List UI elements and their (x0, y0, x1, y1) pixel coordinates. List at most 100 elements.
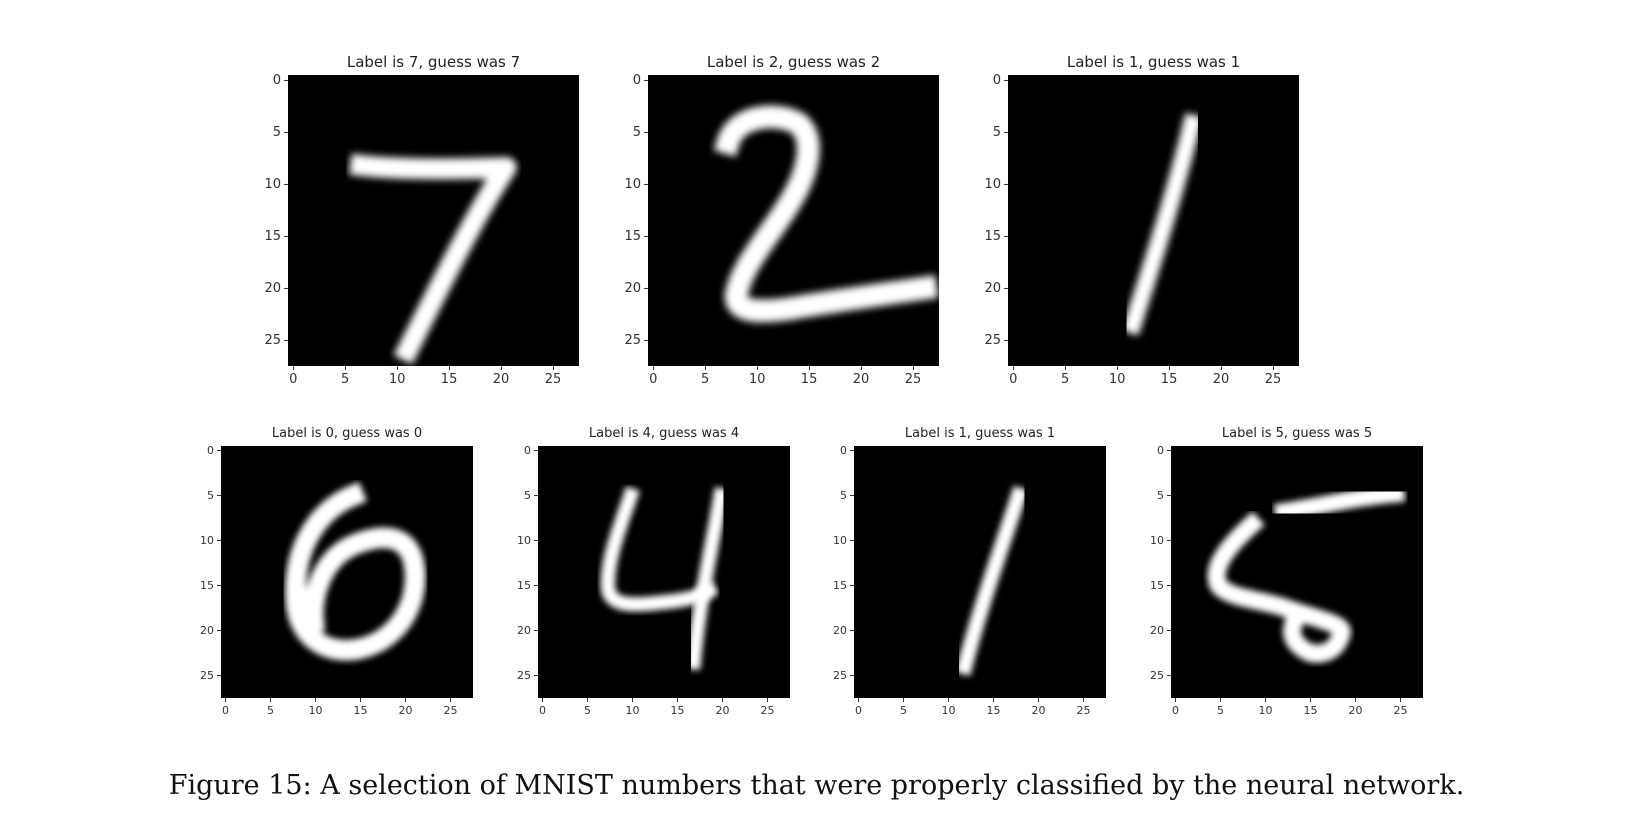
x-tick-mark (500, 366, 502, 370)
x-tick-mark (722, 698, 723, 702)
x-tick-mark (1310, 698, 1311, 702)
x-tick-label: 25 (1393, 704, 1408, 717)
y-tick-mark (1167, 585, 1171, 586)
y-tick-label: 0 (840, 444, 847, 457)
x-tick-mark (270, 698, 271, 702)
x-tick-label: 15 (986, 704, 1001, 717)
x-tick-label: 20 (1031, 704, 1046, 717)
y-tick-label: 5 (272, 124, 281, 140)
y-tick-mark (644, 235, 648, 237)
x-tick-mark (315, 698, 316, 702)
x-tick-label: 20 (398, 704, 413, 717)
y-tick-mark (1004, 287, 1008, 289)
x-tick-label: 25 (1076, 704, 1091, 717)
y-tick-mark (1004, 131, 1008, 133)
y-tick-mark (1167, 675, 1171, 676)
x-tick-label: 25 (904, 372, 922, 387)
x-tick-mark (542, 698, 543, 702)
y-tick-label: 0 (992, 72, 1001, 88)
y-tick-mark (534, 540, 538, 541)
panel-title: Label is 1, guess was 1 (1066, 53, 1241, 71)
x-tick-label: 25 (443, 704, 458, 717)
x-tick-label: 5 (900, 704, 907, 717)
digit-stroke (685, 487, 729, 670)
x-tick-label: 0 (1172, 704, 1179, 717)
digit-stroke (1121, 113, 1203, 336)
y-tick-label: 10 (624, 176, 641, 192)
digit-image (1008, 75, 1299, 366)
x-tick-label: 5 (1217, 704, 1224, 717)
y-tick-label: 20 (833, 624, 847, 637)
digit-stroke-canvas (1121, 113, 1203, 336)
digit-image (538, 446, 790, 698)
y-tick-mark (534, 630, 538, 631)
y-tick-mark (1004, 235, 1008, 237)
panel-title: Label is 1, guess was 1 (904, 426, 1056, 441)
x-tick-label: 20 (715, 704, 730, 717)
x-tick-mark (448, 366, 450, 370)
y-tick-label: 5 (1157, 489, 1164, 502)
y-tick-label: 5 (524, 489, 531, 502)
y-tick-label: 10 (264, 176, 281, 192)
x-tick-mark (948, 698, 949, 702)
x-tick-mark (1355, 698, 1356, 702)
y-tick-label: 0 (207, 444, 214, 457)
y-tick-mark (534, 585, 538, 586)
x-tick-label: 10 (308, 704, 323, 717)
y-tick-label: 0 (632, 72, 641, 88)
x-tick-mark (912, 366, 914, 370)
y-tick-mark (217, 495, 221, 496)
y-tick-mark (850, 585, 854, 586)
y-tick-label: 25 (264, 332, 281, 348)
x-tick-mark (756, 366, 758, 370)
x-tick-label: 0 (1009, 372, 1018, 387)
x-tick-label: 10 (748, 372, 766, 387)
y-tick-label: 15 (1150, 579, 1164, 592)
x-tick-label: 10 (1108, 372, 1126, 387)
y-tick-mark (534, 495, 538, 496)
digit-image (1171, 446, 1423, 698)
y-tick-mark (1167, 540, 1171, 541)
y-tick-mark (284, 79, 288, 81)
x-tick-label: 25 (1264, 372, 1282, 387)
x-tick-mark (1168, 366, 1170, 370)
digit-stroke (600, 486, 719, 612)
y-tick-label: 0 (524, 444, 531, 457)
y-tick-label: 15 (264, 228, 281, 244)
x-tick-label: 10 (1258, 704, 1273, 717)
x-tick-mark (860, 366, 862, 370)
x-tick-label: 5 (341, 372, 350, 387)
digit-stroke-canvas (1207, 484, 1406, 663)
x-tick-label: 15 (440, 372, 458, 387)
x-tick-label: 15 (1303, 704, 1318, 717)
x-tick-label: 5 (584, 704, 591, 717)
y-tick-label: 10 (984, 176, 1001, 192)
y-tick-mark (850, 540, 854, 541)
y-tick-label: 10 (833, 534, 847, 547)
y-tick-mark (284, 131, 288, 133)
x-tick-mark (632, 698, 633, 702)
x-tick-label: 15 (800, 372, 818, 387)
x-tick-mark (396, 366, 398, 370)
digit-stroke-canvas (713, 105, 939, 323)
figure-caption: Figure 15: A selection of MNIST numbers … (168, 770, 1465, 801)
y-tick-mark (284, 287, 288, 289)
x-tick-label: 0 (222, 704, 229, 717)
y-tick-mark (1004, 339, 1008, 341)
y-tick-mark (284, 235, 288, 237)
x-tick-mark (1116, 366, 1118, 370)
y-tick-label: 15 (517, 579, 531, 592)
x-tick-label: 10 (941, 704, 956, 717)
panel-title: Label is 0, guess was 0 (271, 426, 423, 441)
x-tick-mark (405, 698, 406, 702)
x-tick-mark (677, 698, 678, 702)
digit-stroke (1207, 511, 1351, 663)
x-tick-label: 5 (701, 372, 710, 387)
y-tick-label: 5 (992, 124, 1001, 140)
x-tick-mark (858, 698, 859, 702)
y-tick-mark (644, 183, 648, 185)
x-tick-label: 15 (353, 704, 368, 717)
y-tick-label: 15 (624, 228, 641, 244)
